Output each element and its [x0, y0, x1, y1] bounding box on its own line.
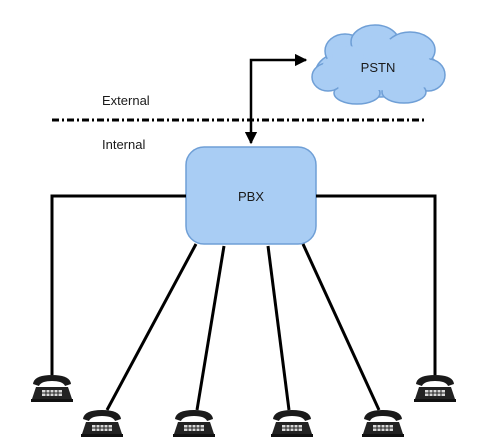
- telephone-icon: [413, 374, 457, 403]
- pstn-cloud: [311, 24, 446, 105]
- extension-line-1: [50, 194, 186, 375]
- external-zone-label: External: [102, 93, 150, 108]
- pbx-label: PBX: [238, 189, 264, 204]
- extension-line-3: [195, 245, 226, 411]
- telephone-icon: [172, 409, 216, 438]
- telephone-icon: [30, 374, 74, 403]
- pstn-pbx-connector: [244, 53, 308, 145]
- pstn-label: PSTN: [361, 60, 396, 75]
- telephone-icon: [361, 409, 405, 438]
- extension-line-6: [316, 194, 437, 375]
- internal-zone-label: Internal: [102, 137, 145, 152]
- extension-line-5: [301, 243, 381, 411]
- extension-line-4: [266, 245, 291, 411]
- telephone-icon: [270, 409, 314, 438]
- extension-line-2: [105, 243, 198, 411]
- telephone-icon: [80, 409, 124, 438]
